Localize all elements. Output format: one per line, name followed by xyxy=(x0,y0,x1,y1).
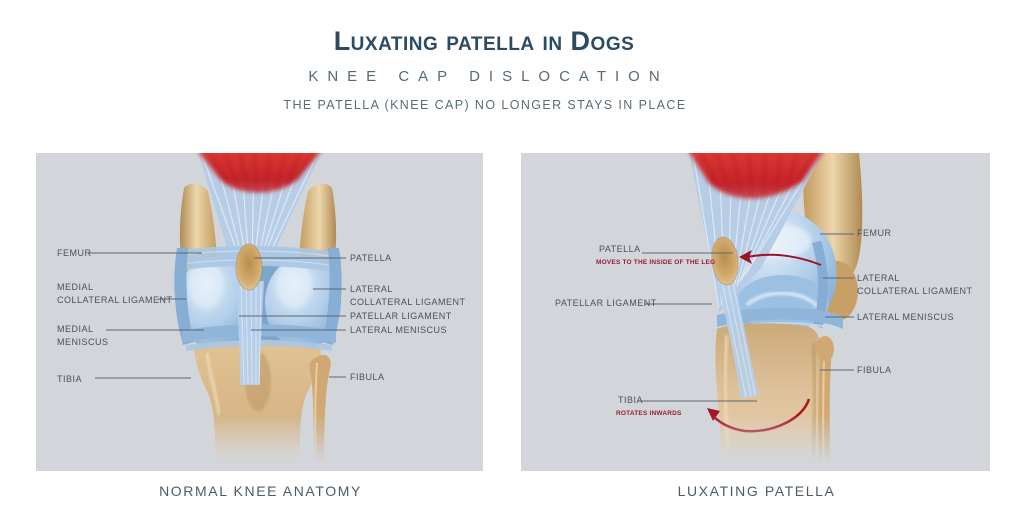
label-patellar-ligament: PATELLAR LIGAMENT xyxy=(555,298,657,308)
quadriceps-muscle xyxy=(199,153,320,194)
leader-lines xyxy=(638,233,854,402)
patellar-ligament xyxy=(717,275,759,399)
bottom-fade xyxy=(36,415,483,471)
caption-luxating-patella: LUXATING PATELLA xyxy=(677,483,836,499)
panel-normal-knee: FEMUR MEDIAL COLLATERAL LIGAMENT MEDIAL … xyxy=(36,153,483,471)
luxation-arrow xyxy=(739,250,822,266)
page-subtitle: KNEE CAP DISLOCATION xyxy=(308,68,669,85)
bottom-fade xyxy=(521,415,990,471)
label-medial-collateral-ligament: MEDIAL COLLATERAL LIGAMENT xyxy=(57,282,173,305)
label-femur: FEMUR xyxy=(857,228,892,238)
patellar-ligament xyxy=(236,281,264,385)
patella-bone xyxy=(235,243,263,291)
header: Luxating patella in Dogs KNEE CAP DISLOC… xyxy=(0,26,968,112)
page-tagline: THE PATELLA (KNEE CAP) NO LONGER STAYS I… xyxy=(283,98,687,112)
label-lateral-collateral-ligament: LATERAL COLLATERAL LIGAMENT xyxy=(857,273,973,296)
label-lateral-collateral-ligament: LATERAL COLLATERAL LIGAMENT xyxy=(350,284,466,307)
label-tibia: TIBIA xyxy=(57,374,83,384)
label-patellar-ligament: PATELLAR LIGAMENT xyxy=(350,311,452,321)
label-tibia: TIBIA xyxy=(618,395,644,405)
panel-luxating-patella: PATELLA MOVES TO THE INSIDE OF THE LEG P… xyxy=(521,153,990,471)
label-tibia-note: ROTATES INWARDS xyxy=(616,410,682,417)
luxating-patella-illustration xyxy=(521,153,990,471)
normal-knee-illustration xyxy=(36,153,483,471)
label-tibia-group: TIBIA ROTATES INWARDS xyxy=(616,394,682,418)
label-fibula: FIBULA xyxy=(857,365,892,375)
label-lateral-meniscus: LATERAL MENISCUS xyxy=(350,325,448,335)
label-fibula: FIBULA xyxy=(350,372,385,382)
page-title: Luxating patella in Dogs xyxy=(333,26,635,56)
label-patella: PATELLA xyxy=(599,244,641,254)
lateral-collateral-ligament-band xyxy=(812,241,828,328)
label-femur: FEMUR xyxy=(57,248,92,258)
label-lateral-meniscus: LATERAL MENISCUS xyxy=(857,312,955,322)
label-patella-note: MOVES TO THE INSIDE OF THE LEG xyxy=(596,259,716,266)
label-patella: PATELLA xyxy=(350,253,392,263)
label-medial-meniscus: MEDIAL MENISCUS xyxy=(57,324,109,347)
leader-lines xyxy=(88,252,346,379)
patella-bone xyxy=(711,236,739,286)
quadriceps-muscle xyxy=(689,153,823,199)
collateral-ligaments xyxy=(174,248,342,345)
caption-normal-knee: NORMAL KNEE ANATOMY xyxy=(159,483,362,499)
label-patella-group: PATELLA MOVES TO THE INSIDE OF THE LEG xyxy=(596,243,716,267)
